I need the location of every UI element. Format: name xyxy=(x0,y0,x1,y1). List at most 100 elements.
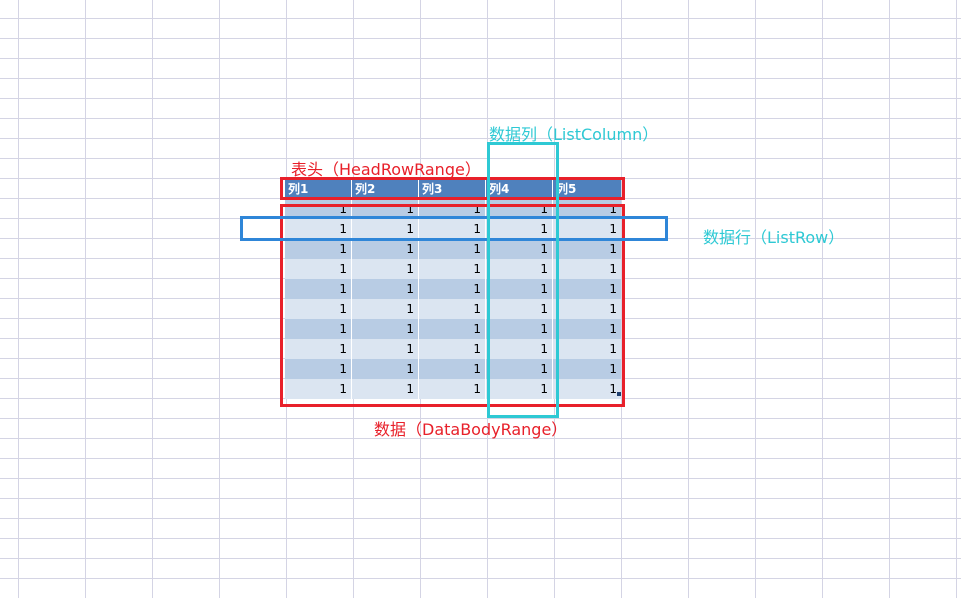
body-range-label: 数据（DataBodyRange） xyxy=(374,420,568,439)
table-row: 1 1 1 1 1 xyxy=(285,319,621,339)
table-cell[interactable]: 1 xyxy=(419,319,486,339)
table-cell[interactable]: 1 xyxy=(419,219,486,239)
table-cell[interactable]: 1 xyxy=(609,202,617,216)
table-cell[interactable]: 1 xyxy=(486,339,553,359)
gridline xyxy=(688,0,689,598)
gridline xyxy=(0,58,961,59)
list-column-label: 数据列（ListColumn） xyxy=(489,125,659,144)
table-row: 1 1 1 1 1 xyxy=(285,239,621,259)
table-cell[interactable]: 1 xyxy=(285,279,352,299)
gridline xyxy=(0,38,961,39)
header-range-highlight xyxy=(280,177,625,200)
table-cell[interactable]: 1 xyxy=(352,379,419,399)
table-cell[interactable]: 1 xyxy=(609,262,617,276)
table-cell[interactable]: 1 xyxy=(352,319,419,339)
table-cell[interactable]: 1 xyxy=(352,359,419,379)
table-cell[interactable]: 1 xyxy=(352,219,419,239)
table-cell[interactable]: 1 xyxy=(285,199,352,219)
gridline xyxy=(0,498,961,499)
table-row: 1 1 1 1 1 xyxy=(285,379,621,399)
table-cell[interactable]: 1 xyxy=(486,359,553,379)
table-resize-handle[interactable] xyxy=(617,392,621,396)
table-cell[interactable]: 1 xyxy=(352,199,419,219)
column-header[interactable]: 列1 xyxy=(285,179,352,199)
table-cell[interactable]: 1 xyxy=(285,339,352,359)
column-header[interactable]: 列3 xyxy=(419,179,486,199)
table-row: 1 1 1 1 1 xyxy=(285,259,621,279)
table-cell[interactable]: 1 xyxy=(285,299,352,319)
table-cell[interactable]: 1 xyxy=(486,299,553,319)
table-cell[interactable]: 1 xyxy=(285,359,352,379)
gridline xyxy=(0,458,961,459)
list-row-label: 数据行（ListRow） xyxy=(703,228,845,247)
table-row: 1 1 1 1 1 xyxy=(285,339,621,359)
table-cell[interactable]: 1 xyxy=(486,379,553,399)
table-cell[interactable]: 1 xyxy=(419,359,486,379)
column-header[interactable]: 列2 xyxy=(352,179,419,199)
table-cell[interactable]: 1 xyxy=(486,239,553,259)
table-cell[interactable]: 1 xyxy=(285,379,352,399)
table-cell[interactable]: 1 xyxy=(419,299,486,319)
table-cell[interactable]: 1 xyxy=(609,302,617,316)
table-row: 1 1 1 1 1 xyxy=(285,359,621,379)
table-cell[interactable]: 1 xyxy=(285,239,352,259)
gridline xyxy=(0,98,961,99)
table-cell[interactable]: 1 xyxy=(486,199,553,219)
table-cell[interactable]: 1 xyxy=(486,319,553,339)
gridline xyxy=(0,438,961,439)
table-cell[interactable]: 1 xyxy=(352,279,419,299)
table-cell[interactable]: 1 xyxy=(419,379,486,399)
table-cell[interactable]: 1 xyxy=(486,259,553,279)
table-cell[interactable]: 1 xyxy=(419,259,486,279)
gridline xyxy=(0,558,961,559)
gridline xyxy=(956,0,957,598)
gridline xyxy=(219,0,220,598)
gridline xyxy=(0,518,961,519)
gridline xyxy=(621,0,622,598)
table-cell[interactable]: 1 xyxy=(609,362,617,376)
gridline xyxy=(822,0,823,598)
table-cell[interactable]: 1 xyxy=(419,239,486,259)
body-range-highlight xyxy=(280,204,625,407)
gridline xyxy=(85,0,86,598)
table-cell[interactable]: 1 xyxy=(609,282,617,296)
gridline xyxy=(755,0,756,598)
column-header[interactable]: 列5 xyxy=(556,182,577,196)
table-header-row: 列1 列2 列3 列4 列5 xyxy=(285,179,621,199)
header-range-label: 表头（HeadRowRange） xyxy=(291,160,481,179)
table-cell[interactable]: 1 xyxy=(609,342,617,356)
gridline xyxy=(0,138,961,139)
table-cell[interactable]: 1 xyxy=(419,339,486,359)
table-row: 1 1 1 1 1 xyxy=(285,279,621,299)
table-cell[interactable]: 1 xyxy=(352,259,419,279)
table-cell[interactable]: 1 xyxy=(352,239,419,259)
gridline xyxy=(0,78,961,79)
table-row: 1 1 1 1 1 xyxy=(285,299,621,319)
table-cell[interactable]: 1 xyxy=(609,322,617,336)
table-cell[interactable]: 1 xyxy=(285,219,352,239)
table-cell[interactable]: 1 xyxy=(352,299,419,319)
gridline xyxy=(0,538,961,539)
gridline xyxy=(18,0,19,598)
table-cell[interactable]: 1 xyxy=(285,319,352,339)
table-cell[interactable]: 1 xyxy=(419,279,486,299)
gridline xyxy=(0,418,961,419)
table-cell[interactable]: 1 xyxy=(486,219,553,239)
list-row-highlight xyxy=(240,216,668,241)
gridline xyxy=(0,18,961,19)
table-cell[interactable]: 1 xyxy=(609,242,617,256)
table-cell[interactable]: 1 xyxy=(352,339,419,359)
column-header[interactable]: 列4 xyxy=(486,179,553,199)
table-cell[interactable]: 1 xyxy=(609,382,617,396)
table-cell[interactable]: 1 xyxy=(285,259,352,279)
gridline xyxy=(0,158,961,159)
gridline xyxy=(152,0,153,598)
table-cell[interactable]: 1 xyxy=(609,222,617,236)
table-cell[interactable]: 1 xyxy=(486,279,553,299)
list-column-highlight xyxy=(487,142,559,418)
table-cell[interactable]: 1 xyxy=(419,199,486,219)
table-row: 1 1 1 1 1 xyxy=(285,219,621,239)
gridline xyxy=(889,0,890,598)
gridline xyxy=(0,118,961,119)
gridline xyxy=(0,478,961,479)
